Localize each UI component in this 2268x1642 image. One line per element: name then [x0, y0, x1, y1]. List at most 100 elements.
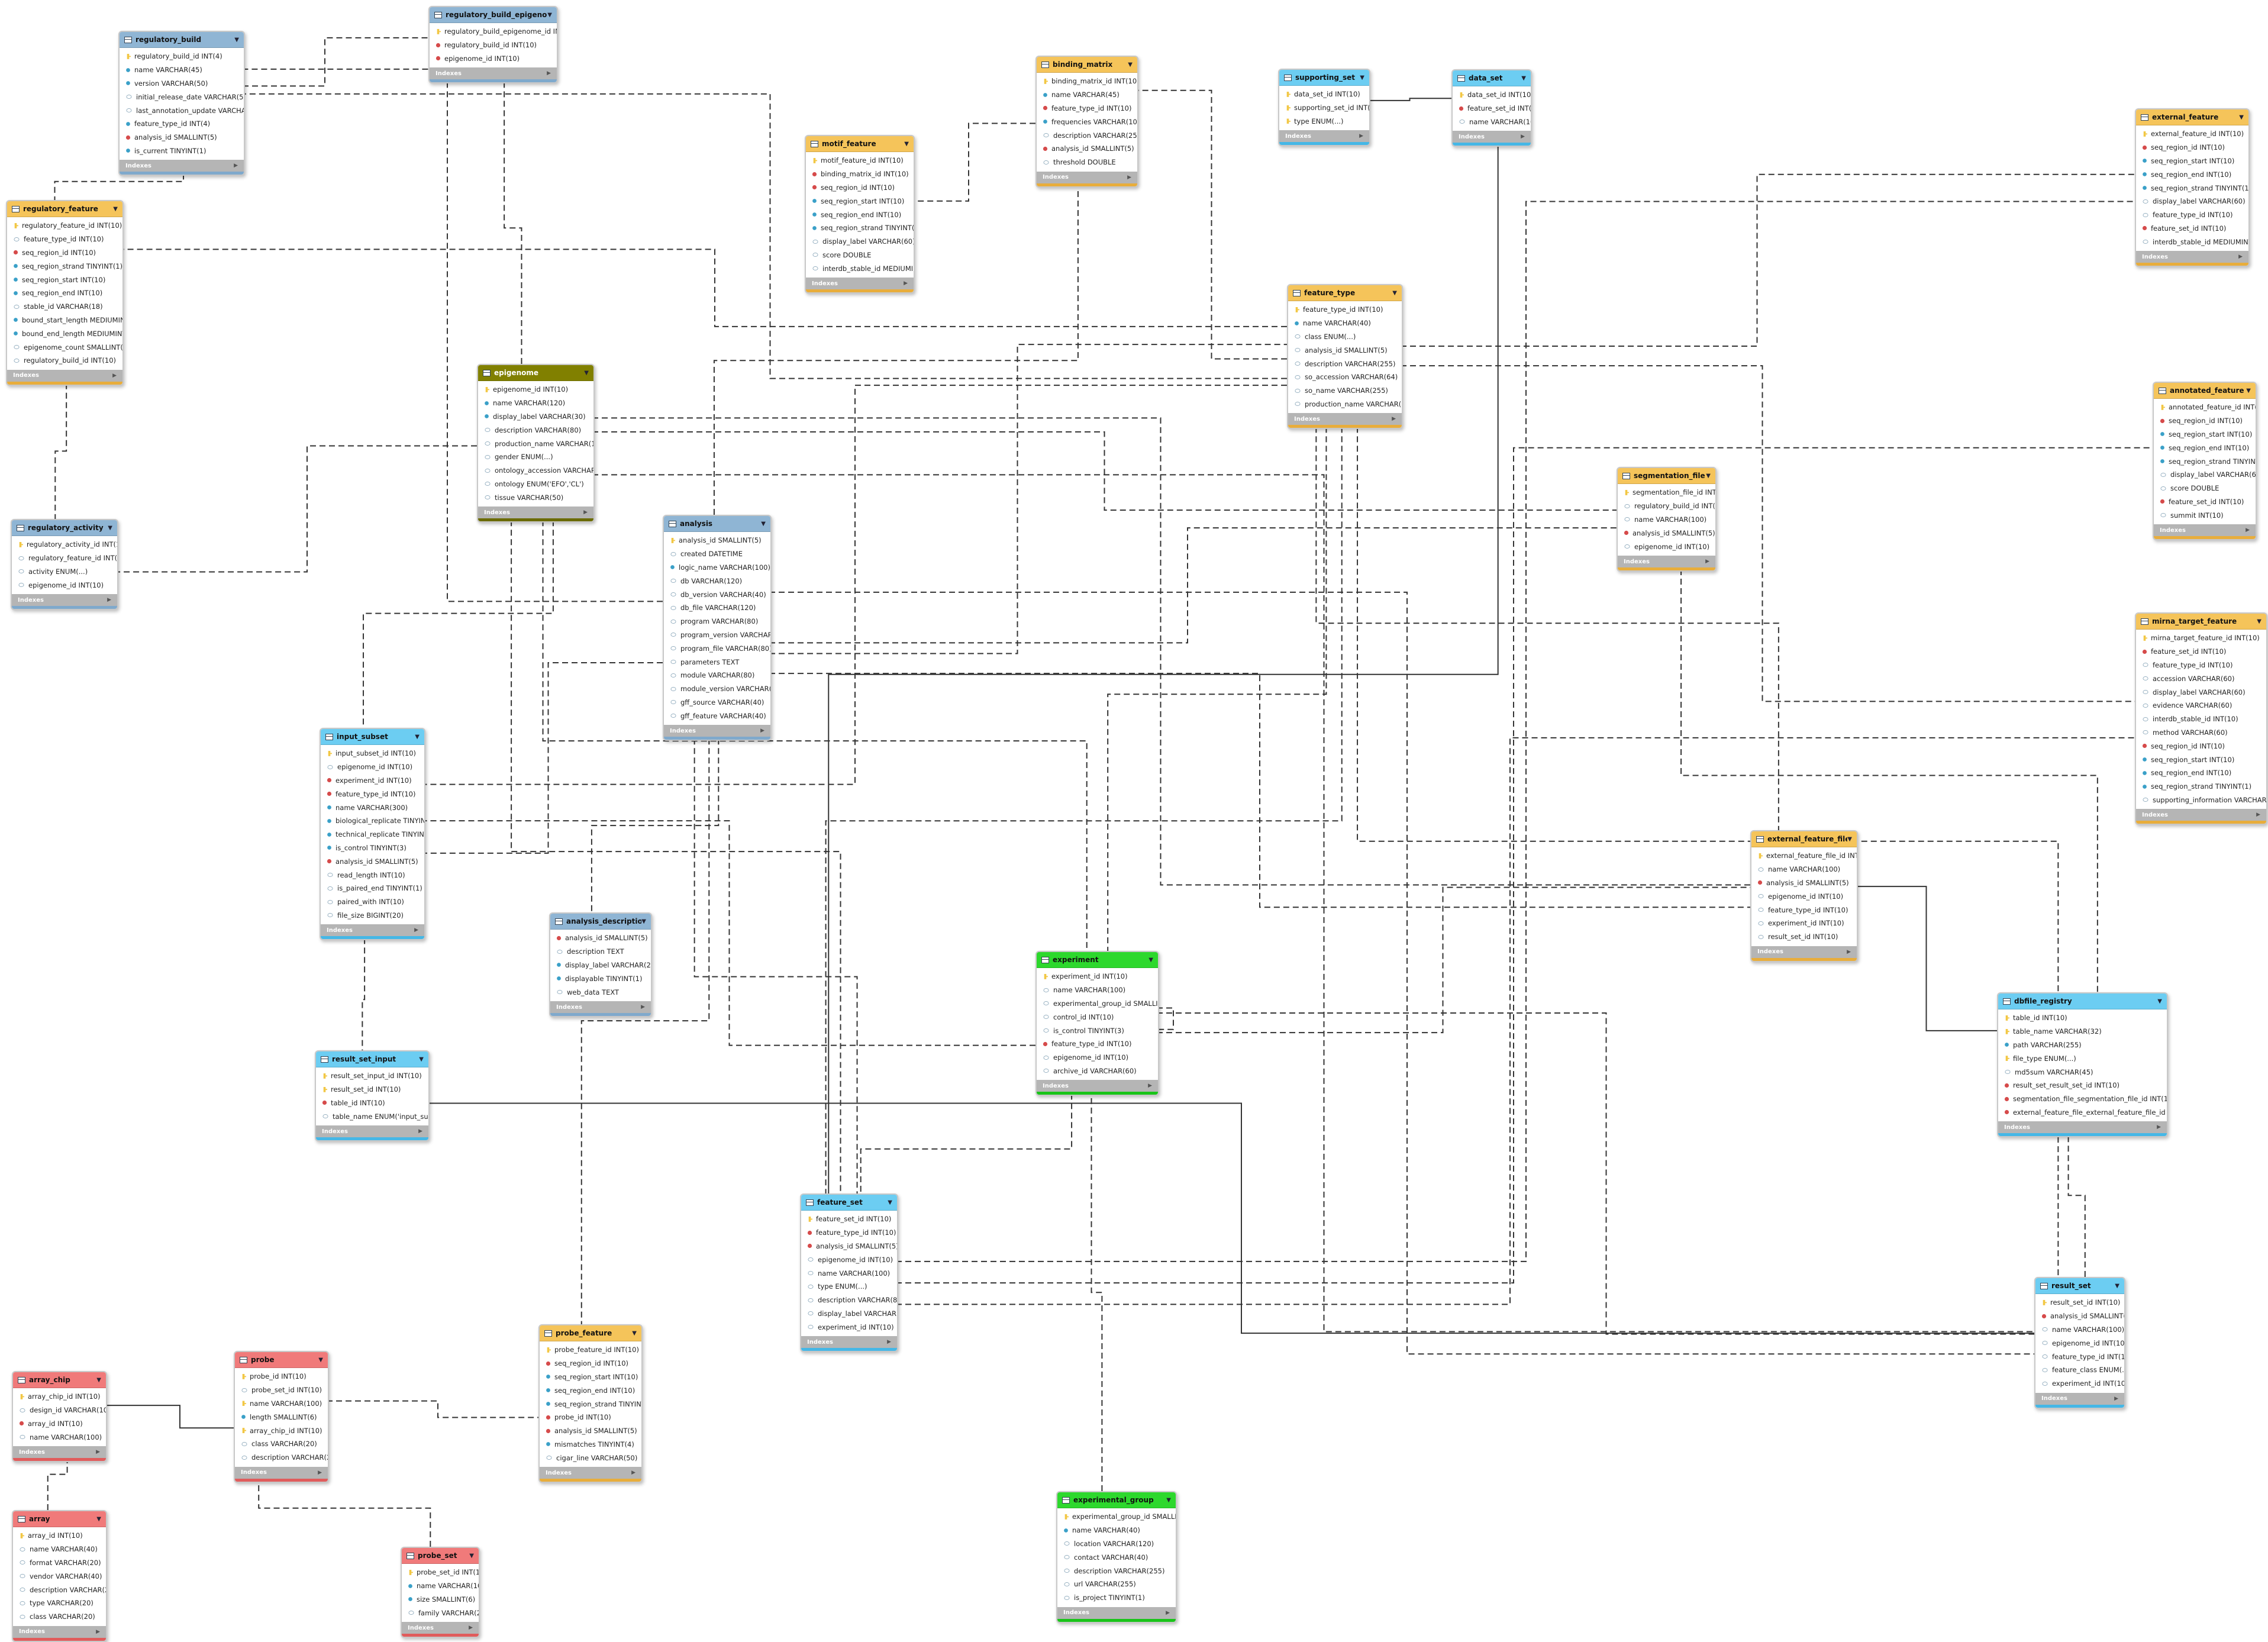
relationship-feature-set-to-mirna-target-feature[interactable] [896, 737, 2135, 1305]
column-row[interactable]: production_name VARCHAR(120) [478, 437, 593, 450]
column-row[interactable]: analysis_id SMALLINT(5) [1037, 142, 1137, 156]
column-row[interactable]: last_annotation_update VARCHAR(50) [120, 104, 244, 117]
relationship-probe-set-to-probe[interactable] [258, 1480, 431, 1547]
column-row[interactable]: result_set_id INT(10) [1751, 930, 1857, 944]
column-row[interactable]: binding_matrix_id INT(10) [1037, 75, 1137, 88]
table-supporting-set[interactable]: supporting_set▼data_set_id INT(10)suppor… [1278, 69, 1370, 147]
collapse-arrow-icon[interactable]: ▼ [1148, 956, 1153, 963]
column-row[interactable]: external_feature_file_external_feature_f… [1998, 1106, 2167, 1120]
column-row[interactable]: result_set_id INT(10) [2035, 1296, 2124, 1309]
column-row[interactable]: type ENUM(...) [1279, 115, 1369, 128]
relationship-analysis-to-feature-set[interactable] [693, 738, 858, 1193]
column-row[interactable]: epigenome_id INT(10) [1618, 540, 1715, 553]
collapse-arrow-icon[interactable]: ▼ [904, 140, 909, 147]
column-row[interactable]: is_current TINYINT(1) [120, 144, 244, 158]
table-external-feature[interactable]: external_feature▼external_feature_id INT… [2135, 108, 2250, 267]
table-header[interactable]: regulatory_feature▼ [7, 201, 122, 217]
column-row[interactable]: display_label VARCHAR(60) [2136, 685, 2266, 699]
relationship-feature-type-to-binding-matrix[interactable] [1136, 89, 1287, 360]
column-row[interactable]: feature_type_id INT(10) [2035, 1350, 2124, 1363]
column-row[interactable]: regulatory_activity_id INT(10) [12, 538, 117, 551]
table-regulatory-build[interactable]: regulatory_build▼regulatory_build_id INT… [118, 31, 245, 176]
table-header[interactable]: array▼ [13, 1511, 106, 1527]
collapse-arrow-icon[interactable]: ▼ [1360, 74, 1364, 81]
collapse-arrow-icon[interactable]: ▼ [1847, 835, 1852, 843]
relationship-analysis-to-external-feature-file[interactable] [769, 673, 1750, 908]
column-row[interactable]: supporting_set_id INT(10) [1279, 101, 1369, 115]
collapse-arrow-icon[interactable]: ▼ [1128, 61, 1133, 68]
column-row[interactable]: gender ENUM(...) [478, 450, 593, 464]
relationship-epigenome-to-regulatory-activity[interactable] [116, 445, 477, 573]
collapse-arrow-icon[interactable]: ▼ [469, 1552, 474, 1559]
column-row[interactable]: regulatory_build_id INT(4) [120, 50, 244, 63]
column-row[interactable]: feature_type_id INT(10) [1288, 303, 1402, 317]
collapse-arrow-icon[interactable]: ▼ [234, 36, 239, 43]
table-header[interactable]: probe_set▼ [402, 1548, 479, 1564]
expand-arrow-icon[interactable]: ▶ [1359, 133, 1363, 140]
column-row[interactable]: is_paired_end TINYINT(1) [321, 882, 424, 895]
indexes-section[interactable]: Indexes▶ [1751, 946, 1857, 958]
table-analysis[interactable]: analysis▼analysis_id SMALLINT(5)created … [663, 515, 772, 741]
column-row[interactable]: contact VARCHAR(40) [1057, 1550, 1176, 1564]
column-row[interactable]: display_label VARCHAR(30) [478, 410, 593, 424]
column-row[interactable]: location VARCHAR(120) [1057, 1537, 1176, 1551]
column-row[interactable]: bound_start_length MEDIUMINT(8) [7, 314, 122, 327]
column-row[interactable]: frequencies VARCHAR(1000) [1037, 115, 1137, 128]
collapse-arrow-icon[interactable]: ▼ [1166, 1496, 1171, 1504]
table-header[interactable]: epigenome▼ [478, 365, 593, 381]
column-row[interactable]: analysis_id SMALLINT(5) [1618, 526, 1715, 540]
relationship-probe-to-probe-feature[interactable] [327, 1400, 538, 1418]
column-row[interactable]: result_set_id INT(10) [316, 1083, 428, 1096]
collapse-arrow-icon[interactable]: ▼ [584, 369, 589, 376]
column-row[interactable]: feature_set_id INT(10) [2154, 495, 2256, 509]
column-row[interactable]: seq_region_end INT(10) [806, 208, 914, 221]
column-row[interactable]: seq_region_id INT(10) [540, 1357, 641, 1370]
column-row[interactable]: feature_set_id INT(10) [2136, 222, 2248, 236]
column-row[interactable]: experiment_id INT(10) [321, 774, 424, 788]
column-row[interactable]: seq_region_strand TINYINT(1) [806, 221, 914, 235]
indexes-section[interactable]: Indexes▶ [1998, 1121, 2167, 1134]
indexes-section[interactable]: Indexes▶ [2136, 809, 2266, 821]
table-header[interactable]: regulatory_build_epigenome▼ [430, 7, 557, 23]
relationship-feature-type-to-external-feature-file[interactable] [1315, 427, 1779, 830]
column-row[interactable]: result_set_result_set_id INT(10) [1998, 1079, 2167, 1092]
column-row[interactable]: feature_type_id INT(10) [1037, 102, 1137, 115]
column-row[interactable]: seq_region_start INT(10) [7, 273, 122, 286]
relationship-epigenome-to-experiment[interactable] [542, 520, 1088, 951]
column-row[interactable]: length SMALLINT(6) [235, 1410, 328, 1424]
relationship-experiment-to-input-subset[interactable] [423, 820, 1035, 1046]
column-row[interactable]: seq_region_start INT(10) [806, 194, 914, 208]
column-row[interactable]: displayable TINYINT(1) [550, 972, 651, 985]
relationship-external-feature-file-to-dbfile-registry[interactable] [1856, 886, 1997, 1031]
collapse-arrow-icon[interactable]: ▼ [2157, 998, 2162, 1005]
column-row[interactable]: epigenome_id INT(10) [2035, 1336, 2124, 1350]
column-row[interactable]: evidence VARCHAR(60) [2136, 699, 2266, 712]
table-experiment[interactable]: experiment▼experiment_id INT(10)name VAR… [1035, 951, 1159, 1096]
column-row[interactable]: feature_type_id INT(10) [1037, 1037, 1158, 1051]
column-row[interactable]: analysis_id SMALLINT(5) [1751, 876, 1857, 890]
column-row[interactable]: class VARCHAR(20) [235, 1437, 328, 1451]
column-row[interactable]: accession VARCHAR(60) [2136, 672, 2266, 685]
column-row[interactable]: display_label VARCHAR(80) [801, 1307, 897, 1321]
collapse-arrow-icon[interactable]: ▼ [1706, 472, 1711, 479]
column-row[interactable]: analysis_id SMALLINT(5) [801, 1240, 897, 1253]
column-row[interactable]: score DOUBLE [2154, 482, 2256, 495]
column-row[interactable]: analysis_id SMALLINT(5) [2035, 1309, 2124, 1323]
column-row[interactable]: vendor VARCHAR(40) [13, 1569, 106, 1583]
column-row[interactable]: segmentation_file_id INT(10) [1618, 486, 1715, 499]
column-row[interactable]: gff_source VARCHAR(40) [664, 696, 770, 709]
column-row[interactable]: experiment_id INT(10) [1751, 917, 1857, 930]
column-row[interactable]: interdb_stable_id MEDIUMINT(8) [2136, 235, 2248, 249]
table-header[interactable]: supporting_set▼ [1279, 70, 1369, 86]
column-row[interactable]: feature_set_id INT(10) [1453, 102, 1531, 115]
column-row[interactable]: file_size BIGINT(20) [321, 909, 424, 922]
expand-arrow-icon[interactable]: ▶ [1521, 134, 1525, 140]
column-row[interactable]: name VARCHAR(120) [478, 396, 593, 410]
collapse-arrow-icon[interactable]: ▼ [96, 1376, 101, 1383]
relationship-analysis-to-regulatory-build[interactable] [243, 68, 663, 602]
collapse-arrow-icon[interactable]: ▼ [761, 520, 766, 527]
column-row[interactable]: initial_release_date VARCHAR(50) [120, 90, 244, 104]
column-row[interactable]: binding_matrix_id INT(10) [806, 167, 914, 181]
column-row[interactable]: data_set_id INT(10) [1453, 88, 1531, 102]
table-header[interactable]: experimental_group▼ [1057, 1492, 1176, 1508]
